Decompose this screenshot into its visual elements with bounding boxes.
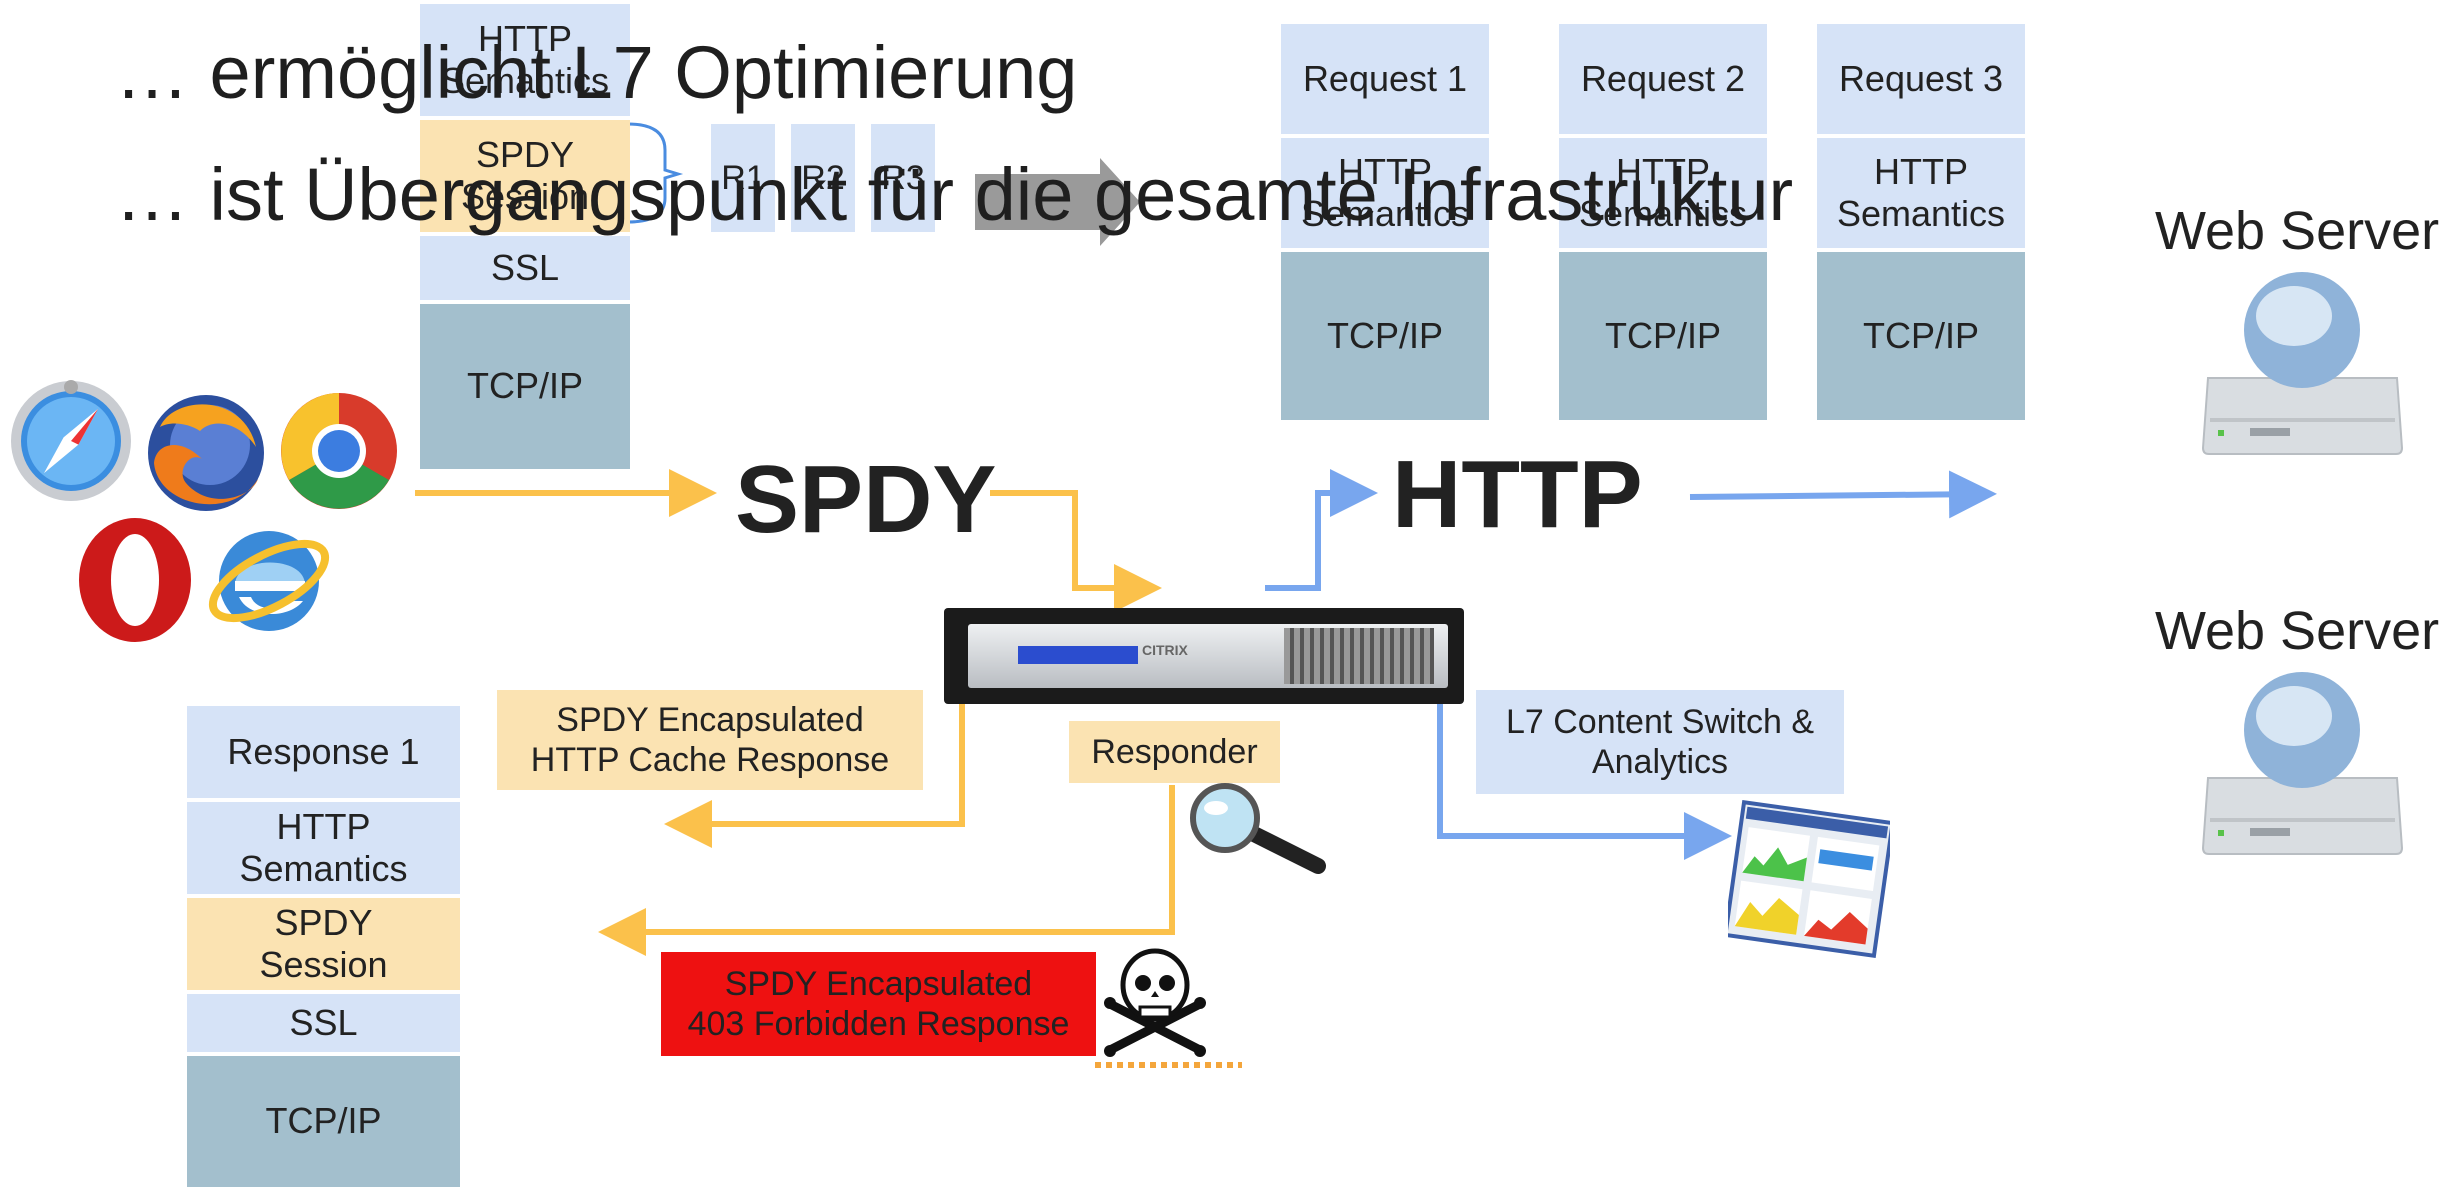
bullet-1: … ermöglicht L7 Optimierung (115, 31, 1078, 114)
chrome-icon (281, 393, 397, 509)
web-server-2-icon (2201, 672, 2404, 855)
safari-icon (11, 380, 131, 501)
client-stack-tcp-ip: TCP/IP (420, 304, 630, 469)
spdy-to-appliance-arrow (990, 490, 1162, 612)
analytics-dashboard-icon (1728, 799, 1890, 959)
appliance-brand: CITRIX (1142, 642, 1188, 658)
http-to-servers-arrow (1689, 470, 1997, 519)
magnifier-icon (1190, 783, 1326, 874)
responder-label: Responder (1069, 721, 1280, 783)
client-stack-spdy-session: SPDY Session (420, 120, 630, 232)
request-2-title: Request 2 (1559, 24, 1767, 134)
stream-brace (627, 122, 684, 224)
client-stack-ssl: SSL (420, 236, 630, 300)
citrix-appliance: CITRIX (944, 608, 1464, 704)
request-3-title: Request 3 (1817, 24, 2025, 134)
response-stack-spdy-session: SPDY Session (187, 898, 460, 990)
firefox-icon (148, 395, 264, 511)
stream-r1: R1 (711, 124, 775, 232)
opera-icon (79, 518, 191, 642)
http-label: HTTP (1392, 441, 1643, 548)
request-2-semantics: HTTP Semantics (1559, 138, 1767, 248)
stream-r3: R3 (871, 124, 935, 232)
appliance-ports (1284, 628, 1434, 684)
appliance-to-http-arrow (1265, 469, 1378, 591)
responder-arrow (598, 785, 1175, 956)
appliance-display (1018, 646, 1138, 664)
response-stack-http-semantics: HTTP Semantics (187, 802, 460, 894)
client-stack-http-semantics: HTTP Semantics (420, 4, 630, 116)
request-2-tcp-ip: TCP/IP (1559, 252, 1767, 420)
request-3-tcp-ip: TCP/IP (1817, 252, 2025, 420)
request-1-tcp-ip: TCP/IP (1281, 252, 1489, 420)
response-stack-title: Response 1 (187, 706, 460, 798)
cache-response-arrow (664, 700, 965, 848)
response-stack-ssl: SSL (187, 994, 460, 1052)
web-server-1-label: Web Server (2155, 201, 2440, 261)
request-1-semantics: HTTP Semantics (1281, 138, 1489, 248)
browser-icons (5, 375, 405, 645)
content-switch-label: L7 Content Switch & Analytics (1476, 690, 1844, 794)
web-server-1-icon (2201, 272, 2404, 455)
forbidden-response-label: SPDY Encapsulated 403 Forbidden Response (661, 952, 1096, 1056)
ie-icon (208, 531, 330, 631)
skull-crossbones-icon (1104, 948, 1206, 1057)
cache-response-label: SPDY Encapsulated HTTP Cache Response (497, 690, 923, 790)
response-stack-tcp-ip: TCP/IP (187, 1056, 460, 1187)
stream-r2: R2 (791, 124, 855, 232)
request-1-title: Request 1 (1281, 24, 1489, 134)
web-server-2-label: Web Server (2155, 601, 2440, 661)
request-3-semantics: HTTP Semantics (1817, 138, 2025, 248)
analytics-arrow (1437, 700, 1732, 860)
multiplex-arrow (975, 158, 1140, 246)
spdy-label: SPDY (735, 446, 997, 553)
bullet-2: … ist Übergangspunkt für die gesamte Inf… (115, 153, 1794, 236)
